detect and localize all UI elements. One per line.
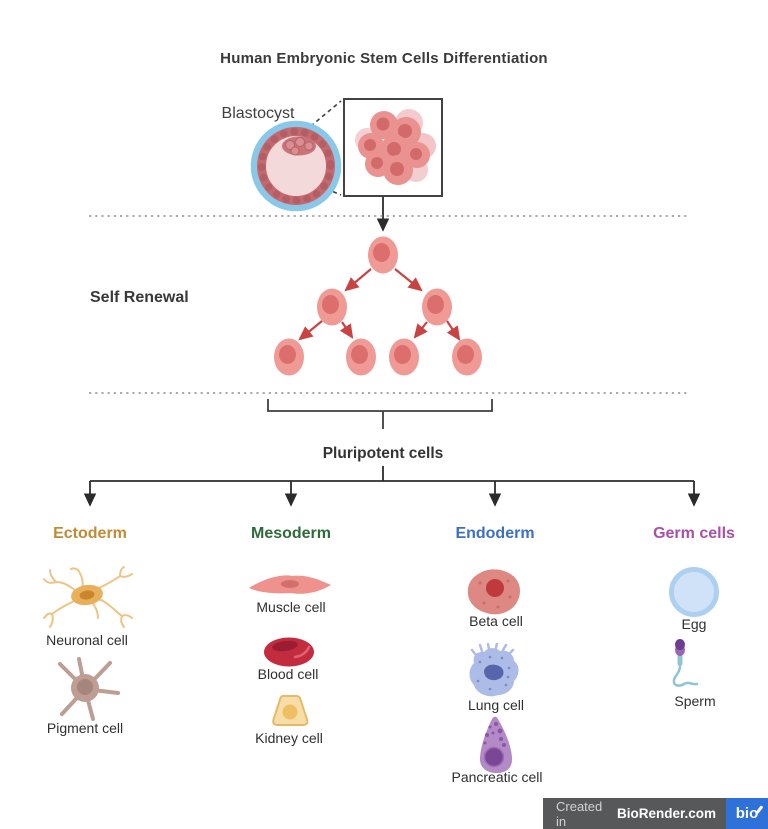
lineage-label-ectoderm: Ectoderm: [53, 525, 127, 542]
sperm-cell-icon: [667, 637, 707, 695]
cell-label-sperm: Sperm: [674, 693, 716, 709]
self-renewal-cells: [274, 236, 482, 376]
neuronal-cell-icon: [42, 566, 134, 628]
biorender-badge[interactable]: Created in BioRender.com bio: [543, 798, 768, 829]
cell-label-pigment: Pigment cell: [46, 720, 124, 736]
cell-label-muscle: Muscle cell: [256, 599, 326, 615]
cell-label-egg: Egg: [681, 616, 707, 632]
pancreatic-cell-icon: [473, 715, 517, 775]
blastocyst-icon: [249, 119, 343, 213]
egg-cell-icon: [668, 566, 720, 618]
division-arrows: [298, 268, 461, 341]
biorender-brand-text: BioRender.com: [616, 806, 716, 821]
lineage-label-mesoderm: Mesoderm: [250, 525, 332, 542]
beta-cell-icon: [464, 567, 524, 617]
self-renewal-label: Self Renewal: [90, 289, 189, 306]
lung-cell-icon: [462, 643, 524, 701]
pluripotent-cells-label: Pluripotent cells: [322, 445, 444, 462]
cell-label-neuronal: Neuronal cell: [46, 632, 128, 648]
biorender-logo-icon: bio: [726, 798, 768, 829]
muscle-cell-icon: [248, 572, 332, 602]
cell-label-kidney: Kidney cell: [255, 730, 323, 746]
blood-cell-icon: [262, 634, 316, 670]
cell-label-lung: Lung cell: [467, 697, 525, 713]
cell-label-blood: Blood cell: [257, 666, 319, 682]
lineage-label-endoderm: Endoderm: [455, 525, 535, 542]
pluripotent-bracket: [267, 399, 493, 412]
cell-label-beta: Beta cell: [469, 613, 523, 629]
lineage-label-germ-cells: Germ cells: [653, 525, 735, 542]
blastocyst-label: Blastocyst: [221, 105, 295, 122]
cell-label-pancreatic: Pancreatic cell: [451, 769, 543, 785]
lineage-branch-connector: [83, 466, 701, 507]
biorender-credit: Created in BioRender.com: [543, 798, 726, 829]
stem-cell-cluster-icon: [343, 98, 443, 197]
kidney-cell-icon: [267, 693, 313, 728]
pigment-cell-icon: [49, 656, 121, 722]
page-title: Human Embryonic Stem Cells Differentiati…: [220, 50, 548, 67]
created-in-text: Created in: [556, 798, 603, 829]
